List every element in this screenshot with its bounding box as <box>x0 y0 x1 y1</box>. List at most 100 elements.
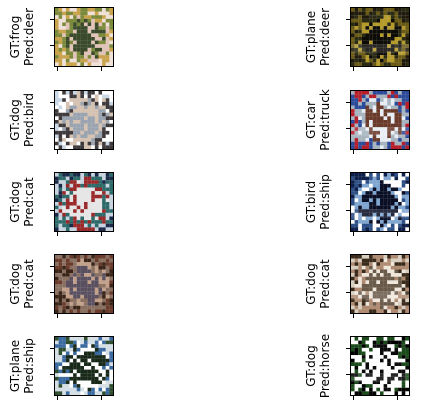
pixel <box>398 109 402 113</box>
pixel <box>73 216 77 221</box>
pixel <box>109 47 113 52</box>
pixel <box>405 380 409 385</box>
pixel <box>62 29 66 34</box>
pixel <box>358 145 362 149</box>
pixel <box>62 287 66 292</box>
pixel <box>87 15 92 19</box>
pixel <box>55 209 59 213</box>
pixel <box>401 265 406 270</box>
pixel <box>87 173 92 177</box>
pixel <box>372 130 377 135</box>
pixel <box>84 258 88 263</box>
pixel <box>62 33 66 37</box>
pixel <box>94 101 99 106</box>
pixel <box>398 255 402 259</box>
pixel <box>109 227 113 231</box>
pixel <box>383 305 388 310</box>
pixel <box>58 340 63 345</box>
pixel <box>394 265 399 270</box>
pixel <box>98 340 103 345</box>
pixel <box>69 91 74 95</box>
pixel <box>109 8 113 12</box>
pixel <box>394 294 399 299</box>
pixel <box>94 298 99 303</box>
pixel <box>62 351 66 356</box>
pixel <box>102 22 106 27</box>
pixel <box>361 255 366 259</box>
pixel <box>102 98 106 102</box>
pixel <box>365 294 370 299</box>
pixel <box>361 112 366 117</box>
pixel <box>401 130 406 135</box>
pixel <box>84 98 88 102</box>
pixel <box>405 55 409 59</box>
pixel <box>387 130 391 135</box>
pixel <box>91 223 95 228</box>
pixel <box>55 130 59 135</box>
pixel <box>87 98 92 102</box>
pixel <box>87 212 92 217</box>
pixel <box>405 391 409 395</box>
pixel <box>62 344 66 348</box>
pixel <box>390 351 395 356</box>
pixel <box>102 298 106 303</box>
pixel <box>401 138 406 142</box>
pixel <box>98 258 103 263</box>
pixel <box>58 116 63 120</box>
pixel <box>105 391 110 395</box>
pixel <box>376 191 380 195</box>
y-tick <box>346 266 350 267</box>
pixel <box>405 101 409 106</box>
pixel <box>73 120 77 124</box>
pixel <box>405 123 409 128</box>
pixel <box>69 141 74 146</box>
pixel <box>361 98 366 102</box>
pixel <box>405 134 409 139</box>
pixel <box>87 227 92 231</box>
pixel <box>394 176 399 181</box>
pixel <box>394 284 399 288</box>
pixel <box>383 384 388 388</box>
pixel <box>105 223 110 228</box>
pixel <box>102 351 106 356</box>
pixel <box>394 358 399 363</box>
pixel <box>365 22 370 27</box>
pixel <box>369 276 373 281</box>
pixel <box>387 344 391 348</box>
pixel <box>62 305 66 310</box>
pixel <box>80 18 84 23</box>
pixel <box>94 130 99 135</box>
pixel <box>102 202 106 206</box>
pixel <box>80 258 84 263</box>
pixel <box>358 276 362 281</box>
pixel <box>365 40 370 45</box>
pixel <box>351 127 355 131</box>
pixel <box>102 309 106 313</box>
pixel <box>62 209 66 213</box>
pixel <box>383 191 388 195</box>
pixel <box>390 262 395 266</box>
pixel <box>69 55 74 59</box>
pixel <box>69 223 74 228</box>
pred-label: Pred:ship <box>318 174 332 230</box>
pixel <box>69 380 74 385</box>
pixel <box>109 58 113 63</box>
pixel <box>376 94 380 99</box>
pixel <box>380 101 384 106</box>
pixel <box>387 255 391 259</box>
pixel <box>398 273 402 277</box>
pred-label: Pred:cat <box>22 259 36 309</box>
y-tick <box>50 102 54 103</box>
pixel <box>102 302 106 306</box>
pixel <box>387 262 391 266</box>
pixel <box>351 258 355 263</box>
pixel <box>351 145 355 149</box>
pixel <box>383 302 388 306</box>
pixel <box>383 173 388 177</box>
pixel <box>94 255 99 259</box>
pixel <box>87 309 92 313</box>
pixel <box>398 265 402 270</box>
pixel <box>398 105 402 110</box>
pixel <box>65 305 70 310</box>
pixel <box>354 273 359 277</box>
